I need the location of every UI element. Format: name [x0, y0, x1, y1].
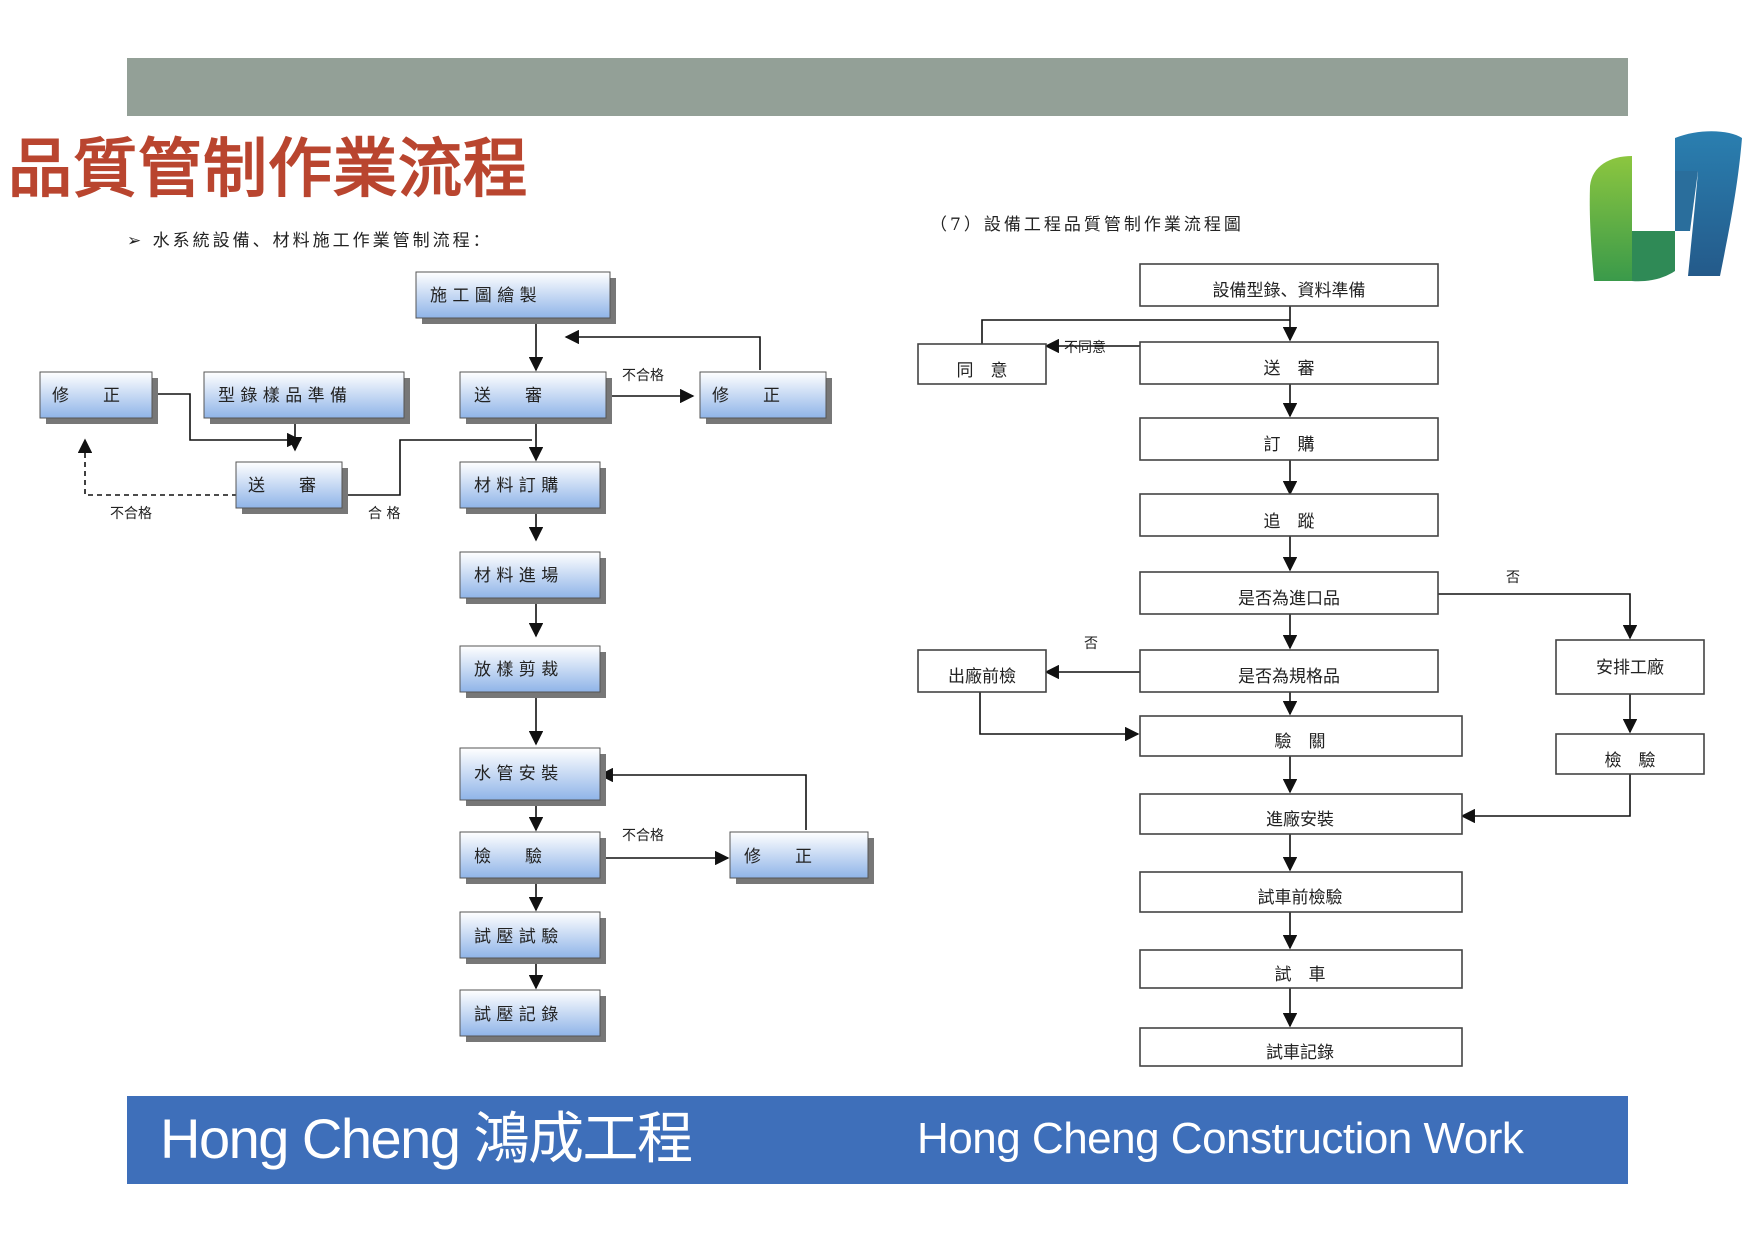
left-box-fix-left: 修 正	[39, 371, 158, 424]
right-box-pre-test	[1139, 871, 1463, 913]
footer-company-english: Hong Cheng Construction Work	[917, 1114, 1524, 1163]
right-flowchart	[979, 306, 1638, 1028]
right-box-install	[1139, 793, 1463, 835]
right-box-pre-ship	[917, 649, 1047, 693]
right-box-customs-label: 驗 關	[1275, 732, 1326, 752]
right-box-imported-label: 是否為進口品	[1238, 589, 1340, 609]
left-box-submit-main-label: 送 審	[474, 386, 542, 406]
left-box-pressure-record: 試 壓 記 錄	[459, 989, 606, 1042]
right-box-test-record	[1139, 1027, 1463, 1067]
left-box-fix-left-label: 修 正	[52, 386, 120, 406]
right-box-customs	[1139, 715, 1463, 757]
footer-bar	[127, 1096, 1628, 1184]
left-flow-heading: ➢ 水系統設備、材料施工作業管制流程：	[127, 231, 493, 251]
right-box-inspect-label: 檢 驗	[1605, 751, 1656, 771]
right-box-prep-label: 設備型錄、資料準備	[1213, 281, 1366, 301]
right-label-no-spec: 否	[1084, 636, 1098, 652]
left-box-install-label: 水 管 安 裝	[474, 764, 558, 784]
left-box-order-label: 材 料 訂 購	[474, 476, 558, 496]
left-box-catalog: 型 錄 樣 品 準 備	[203, 371, 410, 424]
right-box-pre-ship-label: 出廠前檢	[948, 666, 1016, 687]
right-box-inspect	[1555, 733, 1705, 775]
left-box-fix-right-top: 修 正	[699, 371, 832, 424]
left-label-fail-top: 不合格	[622, 368, 664, 384]
right-box-submit	[1139, 341, 1439, 385]
left-box-pressure-record-label: 試 壓 記 錄	[474, 1005, 558, 1025]
left-box-order: 材 料 訂 購	[459, 461, 606, 514]
left-box-arrival-label: 材 料 進 場	[474, 566, 558, 586]
right-box-pre-test-label: 試車前檢驗	[1258, 888, 1343, 908]
right-box-test-run	[1139, 949, 1463, 989]
right-label-no-import: 否	[1506, 570, 1520, 586]
left-box-cutting-label: 放 樣 剪 裁	[474, 660, 558, 680]
right-box-prep	[1139, 263, 1439, 307]
left-box-catalog-label: 型 錄 樣 品 準 備	[218, 386, 347, 406]
right-box-test-record-label: 試車記錄	[1266, 1043, 1334, 1063]
right-box-agree-label: 同 意	[957, 361, 1008, 381]
left-box-install: 水 管 安 裝	[459, 747, 606, 806]
right-box-imported	[1139, 571, 1439, 615]
hong-cheng-logo	[1589, 131, 1742, 282]
left-box-submit-main: 送 審	[459, 371, 612, 424]
left-label-fail-left: 不合格	[110, 506, 152, 522]
right-box-track	[1139, 493, 1439, 537]
right-box-spec	[1139, 649, 1439, 693]
right-box-submit-label: 送 審	[1264, 359, 1315, 379]
left-flowchart	[77, 318, 807, 990]
right-label-disagree: 不同意	[1064, 339, 1106, 356]
right-box-factory-label: 安排工廠	[1596, 657, 1664, 678]
left-box-fix-right-top-label: 修 正	[712, 386, 780, 406]
footer-company-name: Hong Cheng 鴻成工程	[160, 1107, 693, 1170]
right-box-order-label: 訂 購	[1264, 435, 1315, 455]
left-box-inspect-label: 檢 驗	[474, 847, 542, 867]
left-box-fix-right-bottom-label: 修 正	[744, 847, 812, 867]
right-box-order	[1139, 417, 1439, 461]
page-title: 品質管制作業流程	[8, 133, 528, 207]
right-box-spec-label: 是否為規格品	[1238, 667, 1340, 687]
left-label-fail-bottom: 不合格	[622, 828, 664, 844]
left-box-drawing: 施 工 圖 繪 製	[415, 271, 616, 324]
right-box-test-run-label: 試 車	[1275, 965, 1326, 985]
left-box-pressure-test-label: 試 壓 試 驗	[474, 927, 558, 947]
left-box-fix-right-bottom: 修 正	[729, 831, 874, 884]
left-box-pressure-test: 試 壓 試 驗	[459, 911, 606, 964]
left-box-inspect: 檢 驗	[459, 831, 606, 884]
right-box-track-label: 追 蹤	[1264, 512, 1315, 532]
left-box-submit-sample: 送 審	[235, 461, 348, 514]
right-box-install-label: 進廠安裝	[1266, 809, 1334, 830]
right-flow-heading: （7）設備工程品質管制作業流程圖	[930, 215, 1244, 235]
left-box-drawing-label: 施 工 圖 繪 製	[430, 286, 537, 306]
right-box-agree	[917, 343, 1047, 385]
right-box-factory	[1555, 639, 1705, 695]
left-box-submit-sample-label: 送 審	[248, 476, 316, 496]
left-box-cutting: 放 樣 剪 裁	[459, 645, 606, 698]
left-label-pass: 合 格	[368, 506, 400, 522]
left-box-arrival: 材 料 進 場	[459, 551, 606, 604]
top-banner	[127, 58, 1628, 116]
